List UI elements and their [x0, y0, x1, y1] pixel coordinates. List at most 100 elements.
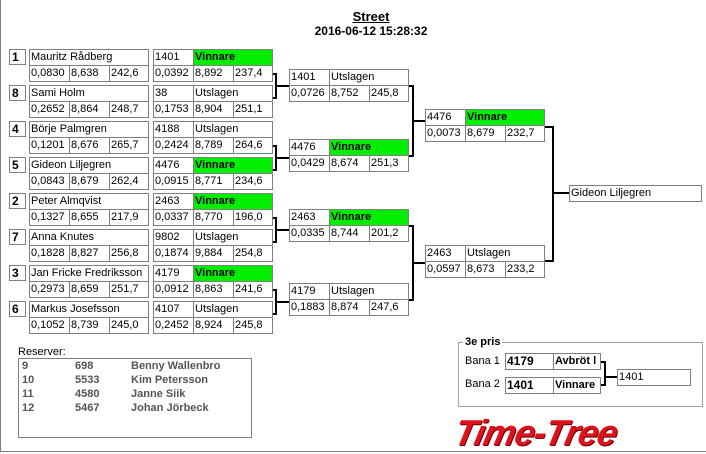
result-stat: 0,0915	[153, 173, 194, 190]
seed-number: 5	[9, 157, 26, 173]
result-status: Vinnare	[465, 109, 545, 126]
racer-stat: 245,0	[109, 317, 149, 334]
result-stat: 0,2452	[153, 317, 194, 334]
lane-number: 4188	[153, 121, 194, 138]
racer-name: Mauritz Rådberg	[29, 49, 149, 66]
bracket-line	[273, 97, 277, 99]
racer-name: Peter Almqvist	[29, 193, 149, 210]
racer-stat: 8,864	[69, 101, 110, 118]
racer-stat: 8,659	[69, 281, 110, 298]
result-status: Utslagen	[193, 229, 273, 246]
lane2-status: Vinnare	[553, 377, 601, 394]
reserve-cell: 5467	[75, 402, 100, 414]
result-stat: 0,0335	[289, 225, 330, 242]
champion-name: Gideon Liljegren	[569, 185, 702, 202]
racer-name: Sami Holm	[29, 85, 149, 102]
result-stat: 8,674	[329, 155, 370, 172]
result-stat: 247,6	[369, 299, 409, 316]
reserve-cell: 698	[75, 360, 94, 372]
result-stat: 245,8	[369, 85, 409, 102]
reserve-cell: 10	[22, 374, 35, 386]
lane2-number: 1401	[505, 377, 554, 394]
lane-number: 2463	[425, 245, 466, 262]
racer-stat: 242,6	[109, 65, 149, 82]
bracket-line	[409, 225, 413, 227]
lane1-label: Bana 1	[465, 355, 500, 367]
bracket-line	[409, 85, 413, 87]
racer-stat: 8,827	[69, 245, 110, 262]
racer-stat: 262,4	[109, 173, 149, 190]
time-tree-logo: Time-Tree	[450, 412, 622, 453]
result-stat: 196,0	[233, 209, 273, 226]
result-stat: 0,0597	[425, 261, 466, 278]
result-status: Vinnare	[329, 139, 409, 156]
bracket-line	[273, 241, 277, 243]
result-status: Vinnare	[193, 49, 273, 66]
bracket-line	[413, 262, 425, 264]
reserve-cell: Janne Siik	[131, 388, 186, 400]
bracket-line	[545, 126, 553, 128]
reserve-cell: 11	[22, 388, 34, 400]
racer-stat: 248,7	[109, 101, 149, 118]
racer-stat: 8,739	[69, 317, 110, 334]
result-stat: 8,904	[193, 101, 234, 118]
result-status: Utslagen	[193, 301, 273, 318]
seed-number: 3	[9, 265, 26, 281]
racer-stat: 8,679	[69, 173, 110, 190]
bracket-line	[276, 229, 289, 231]
reserve-cell: 12	[22, 402, 35, 414]
racer-stat: 217,9	[109, 209, 149, 226]
third-place-group	[458, 342, 703, 407]
lane-number: 4476	[289, 139, 330, 156]
racer-name: Markus Josefsson	[29, 301, 149, 318]
result-stat: 8,863	[193, 281, 234, 298]
racer-stat: 256,8	[109, 245, 149, 262]
result-stat: 0,0392	[153, 65, 194, 82]
lane-number: 4476	[425, 109, 466, 126]
result-status: Utslagen	[329, 69, 409, 86]
result-stat: 264,6	[233, 137, 273, 154]
lane-number: 38	[153, 85, 194, 102]
event-title: Street	[352, 9, 390, 24]
result-status: Utslagen	[465, 245, 545, 262]
lane-number: 4179	[289, 283, 330, 300]
result-stat: 8,673	[465, 261, 506, 278]
lane-number: 9802	[153, 229, 194, 246]
racer-name: Börje Palmgren	[29, 121, 149, 138]
result-status: Vinnare	[193, 193, 273, 210]
bracket-line	[552, 126, 554, 262]
bracket-line	[276, 157, 289, 159]
result-stat: 8,679	[465, 125, 506, 142]
lane-number: 4179	[153, 265, 194, 282]
seed-number: 2	[9, 193, 26, 209]
result-stat: 241,6	[233, 281, 273, 298]
racer-stat: 0,2973	[29, 281, 70, 298]
seed-number: 8	[9, 85, 26, 101]
bracket-line	[273, 169, 277, 171]
lane-number: 1401	[289, 69, 330, 86]
lane-number: 2463	[289, 209, 330, 226]
result-stat: 8,771	[193, 173, 234, 190]
racer-stat: 0,0843	[29, 173, 70, 190]
racer-name: Anna Knutes	[29, 229, 149, 246]
result-stat: 0,0726	[289, 85, 330, 102]
result-stat: 0,2424	[153, 137, 194, 154]
racer-stat: 0,2652	[29, 101, 70, 118]
racer-stat: 0,1052	[29, 317, 70, 334]
lane-number: 4107	[153, 301, 194, 318]
result-stat: 232,7	[505, 125, 545, 142]
result-stat: 0,0337	[153, 209, 194, 226]
bracket-line	[273, 313, 277, 315]
result-stat: 8,874	[329, 299, 370, 316]
lane1-number: 4179	[505, 353, 554, 370]
result-stat: 234,6	[233, 173, 273, 190]
bracket-line	[553, 192, 569, 194]
racer-stat: 0,1828	[29, 245, 70, 262]
reserve-cell: Johan Jörbeck	[131, 402, 209, 414]
bracket-line	[413, 120, 425, 122]
lane1-status: Avbröt l	[553, 353, 601, 370]
reserve-cell: 4580	[75, 388, 100, 400]
bracket-line	[276, 301, 289, 303]
result-stat: 201,2	[369, 225, 409, 242]
result-stat: 0,1874	[153, 245, 194, 262]
